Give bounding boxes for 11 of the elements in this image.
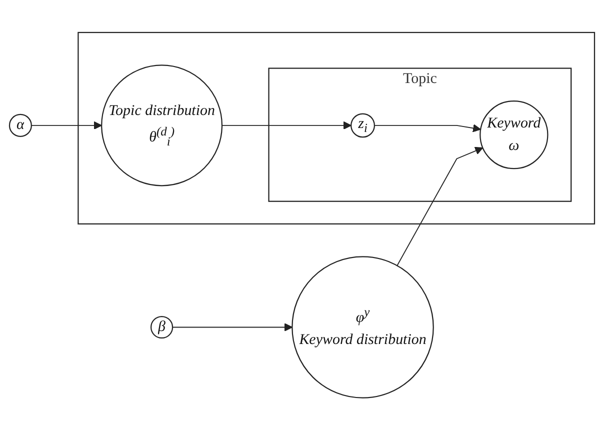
arrow [30, 122, 102, 130]
arrow [222, 122, 352, 130]
cluster [78, 32, 596, 225]
arrow [374, 124, 481, 133]
node-circle: β [150, 316, 174, 339]
node-circle: α [8, 114, 32, 138]
arrow [172, 323, 293, 332]
node-circle: φ$^{y}$ Keyword distribution [292, 256, 434, 399]
node-circle: z$_{i}$ [350, 114, 375, 138]
node-circle: Keyword ω [480, 100, 548, 170]
arrow [396, 147, 484, 266]
